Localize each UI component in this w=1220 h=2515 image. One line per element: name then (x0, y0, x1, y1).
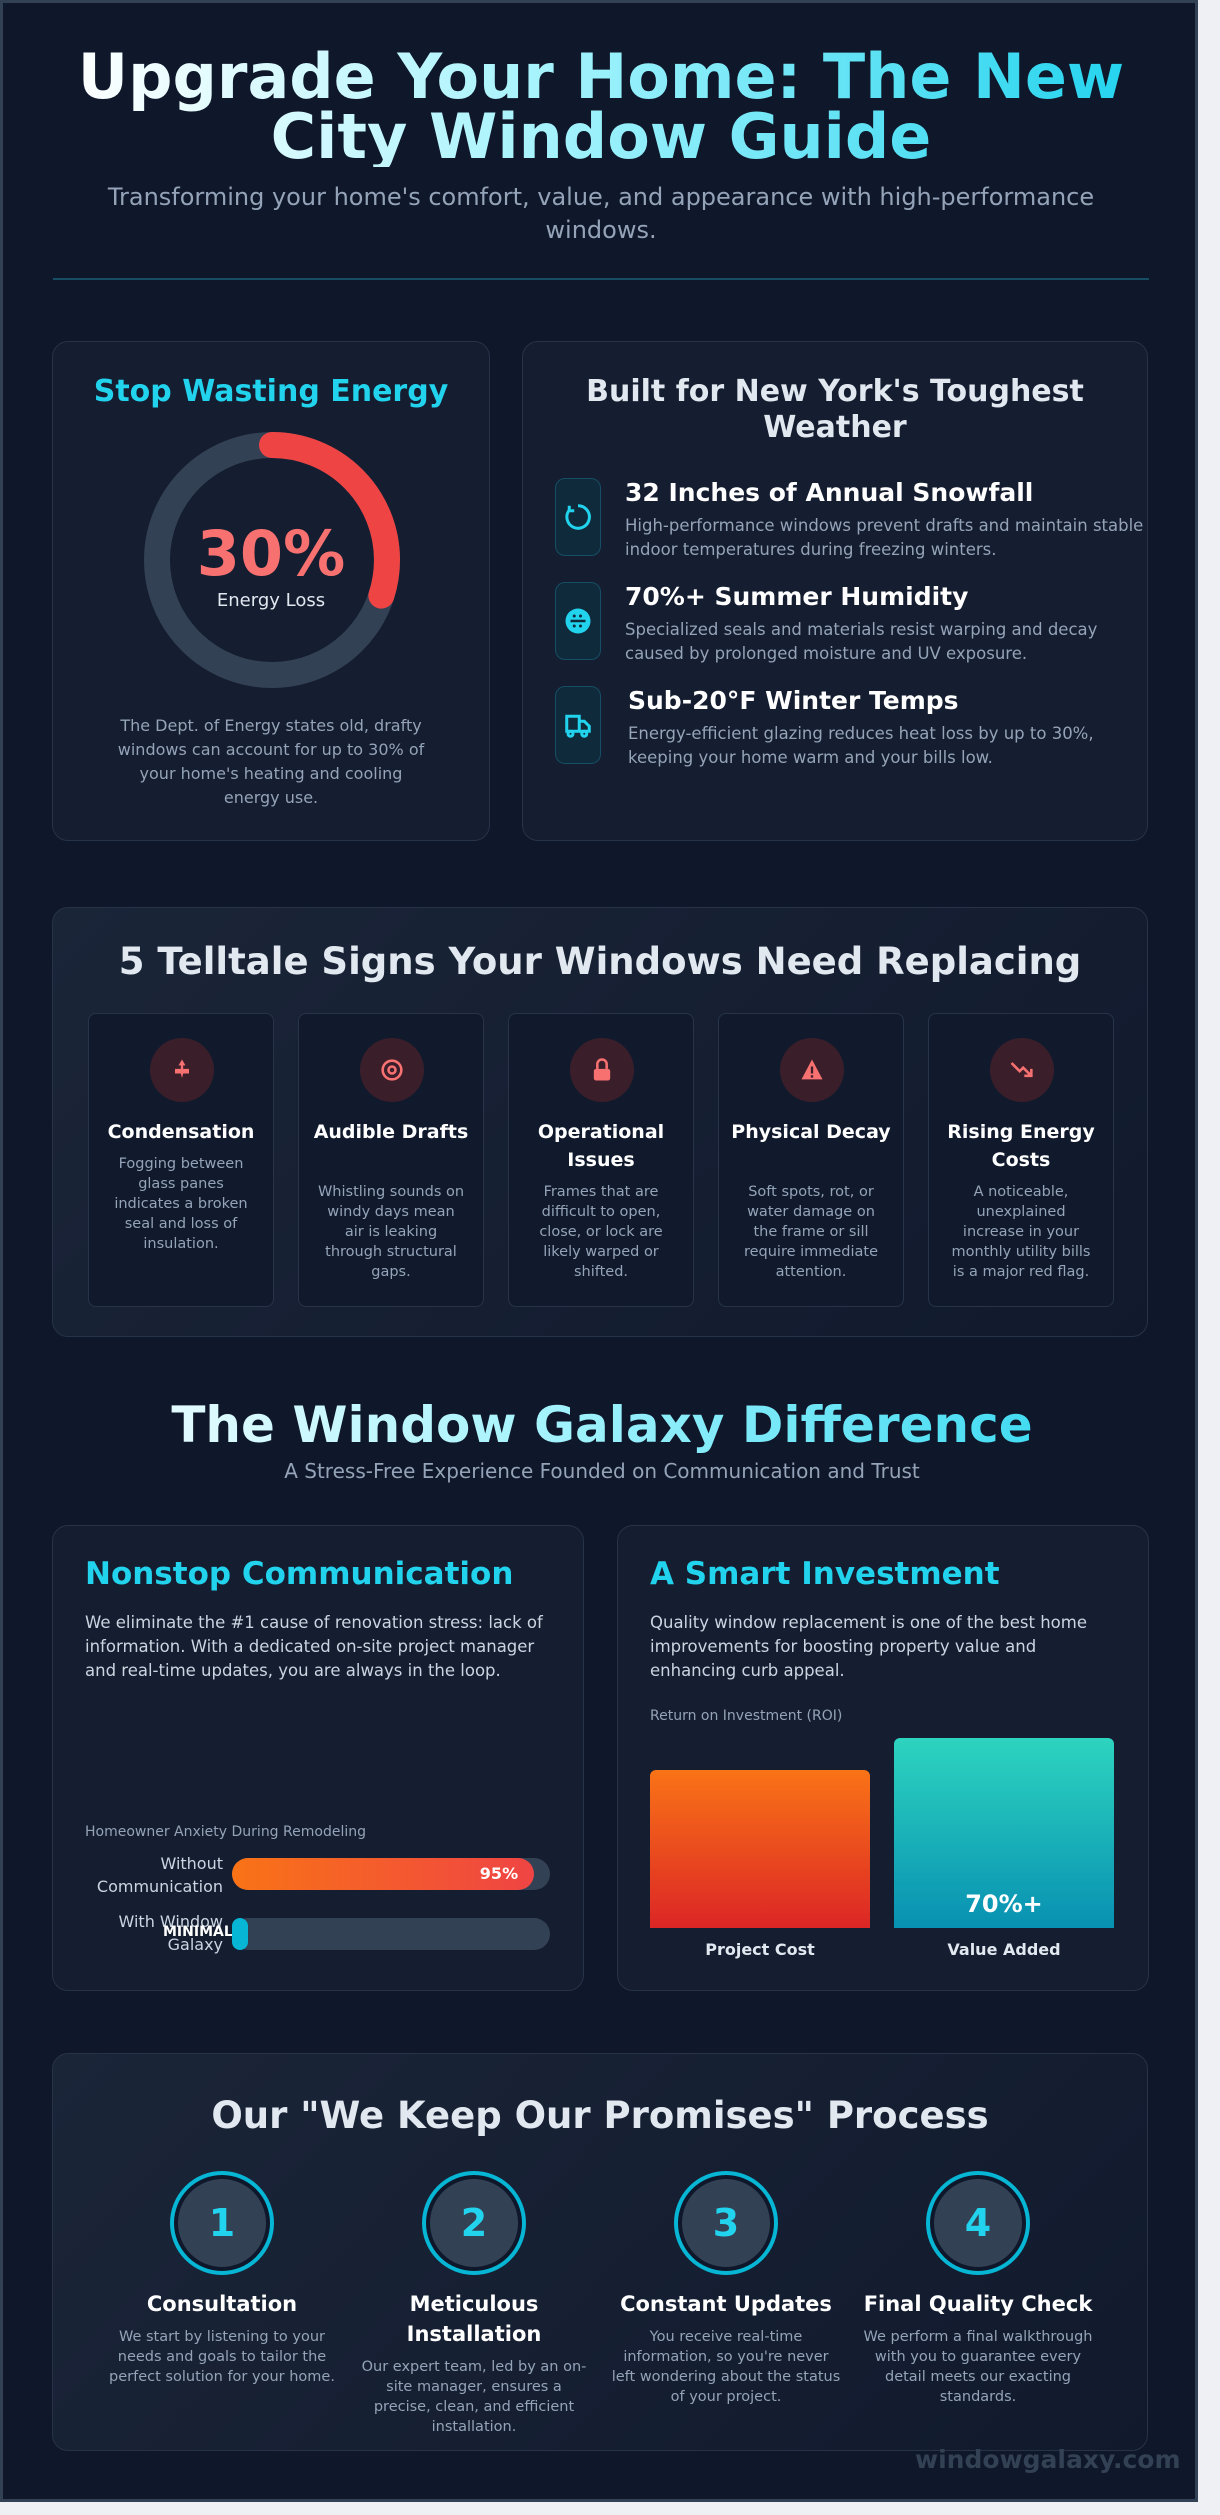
energy-gauge (144, 432, 400, 688)
sign-card: Condensation Fogging between glass panes… (88, 1013, 274, 1307)
roi-bar: 70%+ (894, 1738, 1114, 1928)
investment-card: A Smart Investment Quality window replac… (617, 1525, 1149, 1991)
sign-desc: Fogging between glass panes indicates a … (114, 1156, 248, 1252)
weather-item-desc: High-performance windows prevent drafts … (625, 516, 1144, 559)
gauge-arc (144, 432, 400, 688)
divider (53, 278, 1149, 280)
step-number: 3 (682, 2179, 770, 2267)
trend-down-icon (990, 1038, 1054, 1102)
investment-desc: Quality window replacement is one of the… (650, 1613, 1087, 1680)
energy-value-label: Energy Loss (216, 590, 326, 611)
humidity-icon (555, 582, 601, 660)
sign-name: Rising Energy Costs (947, 1121, 1095, 1171)
snowflake-refresh-icon (555, 478, 601, 556)
energy-card: Stop Wasting Energy 30% Energy Loss The … (52, 341, 490, 841)
sign-desc: Whistling sounds on windy days mean air … (317, 1184, 465, 1280)
step-number: 1 (178, 2179, 266, 2267)
step-name: Constant Updates (620, 2292, 832, 2316)
process-step: 1 Consultation We start by listening to … (102, 2171, 342, 2387)
watermark: windowgalaxy.com (915, 2445, 1181, 2474)
roi-chart-title: Return on Investment (ROI) (650, 1708, 843, 1724)
weather-item-title: 32 Inches of Annual Snowfall (625, 478, 1034, 507)
weather-item-title: 70%+ Summer Humidity (625, 582, 969, 611)
page-title: Upgrade Your Home: The New City Window G… (63, 46, 1139, 168)
anxiety-bar-without: 95% (232, 1858, 535, 1890)
step-number-badge: 3 (674, 2171, 778, 2275)
energy-description: The Dept. of Energy states old, drafty w… (117, 716, 425, 807)
infographic-page: Upgrade Your Home: The New City Window G… (0, 0, 1198, 2502)
sign-desc: Frames that are difficult to open, close… (539, 1184, 663, 1280)
step-desc: We start by listening to your needs and … (109, 2329, 335, 2385)
energy-value: 30% (196, 517, 346, 590)
step-number: 2 (430, 2179, 518, 2267)
sign-name: Physical Decay (731, 1121, 891, 1143)
difference-subtitle: A Stress-Free Experience Founded on Comm… (284, 1459, 920, 1483)
communication-heading: Nonstop Communication (85, 1556, 514, 1592)
weather-card: Built for New York's Toughest Weather 32… (522, 341, 1148, 841)
difference-heading: The Window Galaxy Difference (3, 1396, 1201, 1454)
page-subtitle: Transforming your home's comfort, value,… (107, 183, 1095, 244)
sign-card: Physical Decay Soft spots, rot, or water… (718, 1013, 904, 1307)
sign-card: Audible Drafts Whistling sounds on windy… (298, 1013, 484, 1307)
process-heading: Our "We Keep Our Promises" Process (211, 2094, 989, 2137)
energy-heading: Stop Wasting Energy (93, 374, 449, 409)
sign-desc: Soft spots, rot, or water damage on the … (743, 1184, 879, 1280)
sign-desc: A noticeable, unexplained increase in yo… (951, 1184, 1091, 1280)
anxiety-label-without: Without Communication (96, 1854, 223, 1896)
step-desc: You receive real-time information, so yo… (611, 2329, 841, 2405)
communication-card: Nonstop Communication We eliminate the #… (52, 1525, 584, 1991)
step-number-badge: 2 (422, 2171, 526, 2275)
step-number: 4 (934, 2179, 1022, 2267)
weather-item-desc: Energy-efficient glazing reduces heat lo… (628, 724, 1094, 767)
anxiety-chart-title: Homeowner Anxiety During Remodeling (85, 1824, 366, 1840)
lock-icon (570, 1038, 634, 1102)
process-step: 4 Final Quality Check We perform a final… (858, 2171, 1098, 2407)
communication-desc: We eliminate the #1 cause of renovation … (85, 1613, 543, 1680)
thermometer-icon (555, 686, 601, 764)
weather-item-title: Sub-20°F Winter Temps (628, 686, 959, 715)
step-name: Consultation (146, 2292, 298, 2316)
step-name: Meticulous Installation (406, 2292, 542, 2346)
step-number-badge: 1 (170, 2171, 274, 2275)
step-number-badge: 4 (926, 2171, 1030, 2275)
anxiety-data-label-with: MINIMAL (163, 1924, 233, 1940)
sign-name: Audible Drafts (313, 1121, 469, 1143)
process-step: 2 Meticulous Installation Our expert tea… (354, 2171, 594, 2437)
sign-card: Operational Issues Frames that are diffi… (508, 1013, 694, 1307)
ear-icon (360, 1038, 424, 1102)
sign-name: Operational Issues (537, 1121, 665, 1171)
anxiety-track (232, 1918, 550, 1950)
weather-heading: Built for New York's Toughest Weather (586, 374, 1084, 445)
roi-bar-label: Project Cost (705, 1940, 815, 1959)
anxiety-label-with: With Window Galaxy (118, 1912, 224, 1954)
warning-icon (780, 1038, 844, 1102)
weather-item-desc: Specialized seals and materials resist w… (625, 620, 1098, 663)
roi-bar (650, 1770, 870, 1928)
investment-heading: A Smart Investment (650, 1556, 1000, 1592)
droplet-icon (150, 1038, 214, 1102)
sign-name: Condensation (107, 1121, 255, 1143)
anxiety-track: 95% (232, 1858, 550, 1890)
step-name: Final Quality Check (863, 2292, 1093, 2316)
anxiety-bar-with (232, 1918, 248, 1950)
step-desc: We perform a final walkthrough with you … (863, 2329, 1093, 2405)
process-step: 3 Constant Updates You receive real-time… (606, 2171, 846, 2407)
step-desc: Our expert team, led by an on-site manag… (361, 2359, 587, 2435)
sign-card: Rising Energy Costs A noticeable, unexpl… (928, 1013, 1114, 1307)
roi-bar-label: Value Added (947, 1940, 1061, 1959)
signs-heading: 5 Telltale Signs Your Windows Need Repla… (118, 940, 1082, 983)
